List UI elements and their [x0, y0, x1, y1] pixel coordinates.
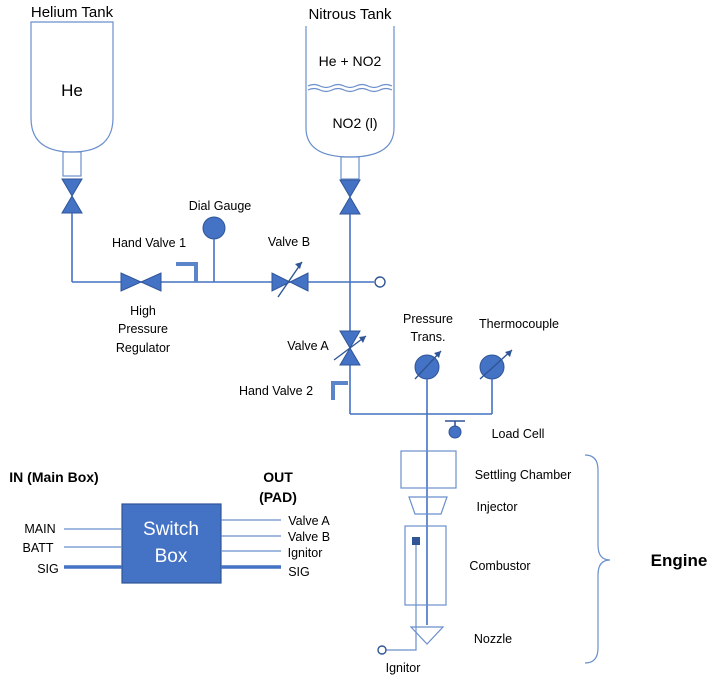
switch-out-title-2: (PAD): [259, 489, 297, 505]
input-main-label: MAIN: [24, 522, 55, 536]
output-valve-b-label: Valve B: [288, 530, 330, 544]
helium-tank-neck: [62, 151, 82, 177]
output-sig-label: SIG: [288, 565, 310, 579]
dial-gauge-icon: [202, 216, 226, 240]
pressure-trans-label-2: Trans.: [411, 330, 446, 344]
dial-gauge-label: Dial Gauge: [189, 199, 252, 213]
load-cell-label: Load Cell: [492, 427, 545, 441]
input-batt-label: BATT: [22, 541, 53, 555]
nozzle-label: Nozzle: [474, 632, 512, 646]
switch-box-label-2: Box: [155, 546, 188, 567]
engine-bracket: [584, 454, 611, 664]
helium-tank-content: He: [61, 81, 83, 100]
switch-box: [121, 503, 222, 584]
nitrous-tank-neck: [340, 156, 360, 180]
hand-valve-1-label: Hand Valve 1: [112, 236, 186, 250]
load-cell-icon: [448, 425, 462, 439]
ignitor-label: Ignitor: [386, 661, 421, 675]
nitrous-tank-liquid: NO2 (l): [332, 115, 377, 131]
regulator-label-2: Pressure: [118, 322, 168, 336]
thermocouple-label: Thermocouple: [479, 317, 559, 331]
hand-valve-2-icon: [331, 381, 348, 400]
valve-a-label: Valve A: [287, 339, 329, 353]
nozzle: [409, 626, 445, 645]
valve-b-icon: [271, 272, 309, 292]
engine-label: Engine: [651, 551, 708, 570]
valve-b-label: Valve B: [268, 235, 310, 249]
switch-out-title-1: OUT: [263, 469, 293, 485]
nitrous-tank-valve-icon: [339, 179, 361, 215]
switch-box-label-1: Switch: [143, 519, 199, 540]
input-sig-label: SIG: [37, 562, 59, 576]
helium-tank-title: Helium Tank: [31, 4, 114, 21]
hand-valve-2-label: Hand Valve 2: [239, 384, 313, 398]
regulator-label-1: High: [130, 304, 156, 318]
output-ignitor-label: Ignitor: [288, 546, 323, 560]
settling-chamber: [400, 450, 457, 489]
ignitor-icon: [377, 645, 387, 655]
pressure-trans-label-1: Pressure: [403, 312, 453, 326]
hand-valve-1-icon: [176, 262, 198, 282]
combustor: [404, 525, 447, 606]
injector-label: Injector: [477, 500, 518, 514]
combustor-label: Combustor: [469, 559, 530, 573]
output-valve-a-label: Valve A: [288, 514, 330, 528]
helium-tank-valve-icon: [61, 178, 83, 214]
nitrous-tank-gas: He + NO2: [319, 53, 382, 69]
nitrous-tank-title: Nitrous Tank: [308, 6, 392, 23]
settling-chamber-label: Settling Chamber: [475, 468, 572, 482]
injector: [408, 496, 448, 515]
line-port: [374, 276, 386, 288]
liquid-surface: [307, 83, 393, 89]
regulator-label-3: Regulator: [116, 341, 170, 355]
ignitor-tip: [412, 537, 420, 545]
switch-in-title: IN (Main Box): [9, 469, 98, 485]
regulator-icon: [120, 272, 162, 292]
ignitor-lead: [386, 625, 417, 651]
